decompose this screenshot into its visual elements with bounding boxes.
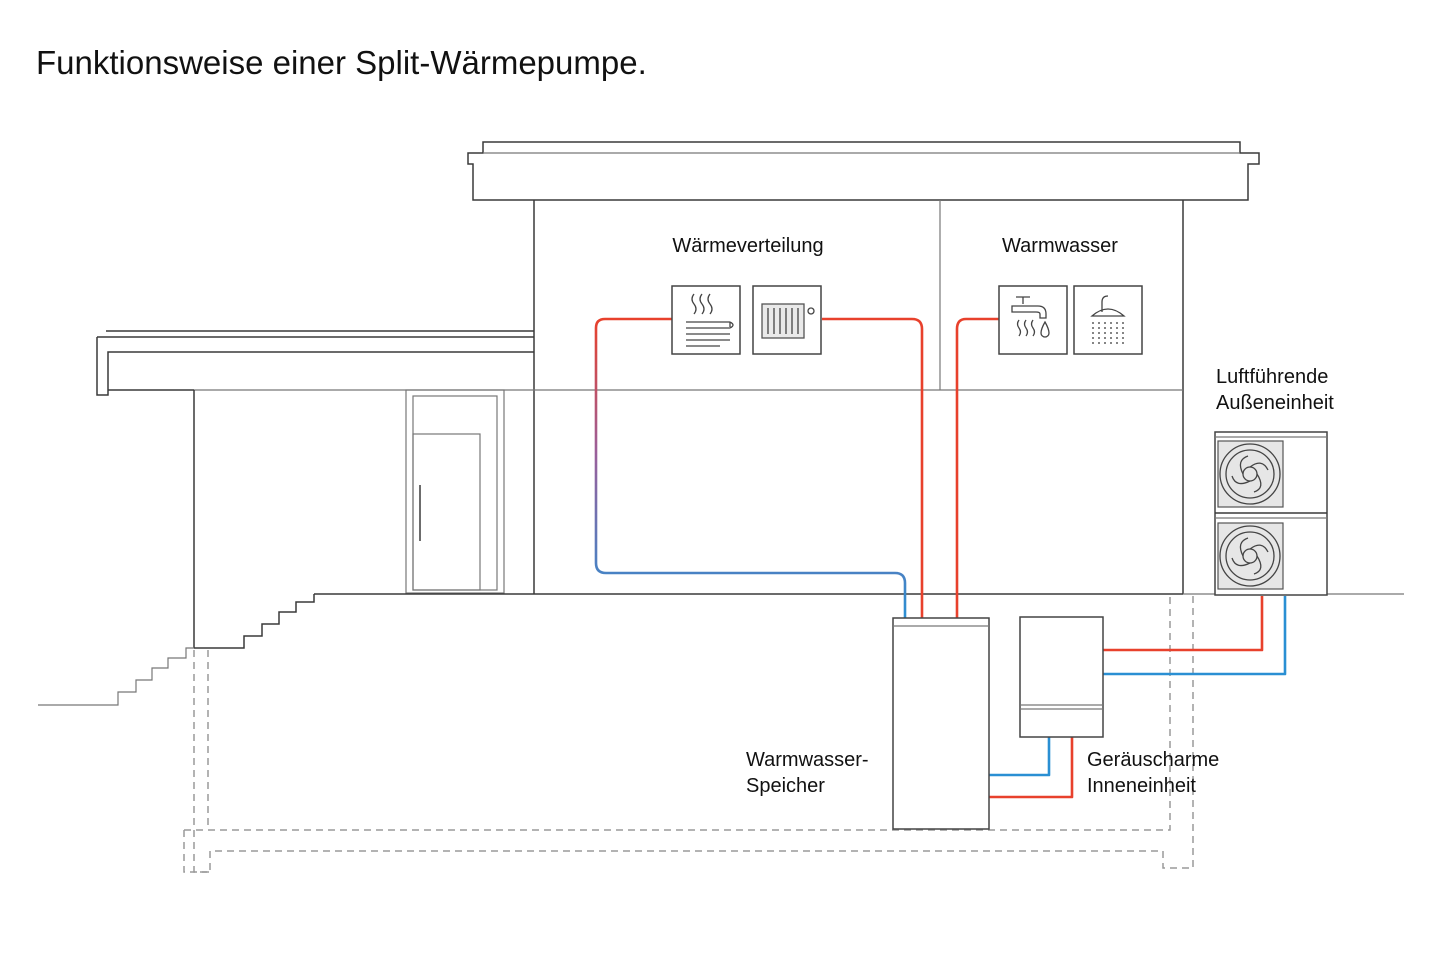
label-hot-water: Warmwasser [1002,235,1118,257]
indoor-unit [1019,616,1104,738]
label-heat-distribution: Wärmeverteilung [672,235,823,257]
label-storage-line1: Warmwasser- [746,749,869,771]
hot-water-storage-tank [892,617,990,830]
label-storage-line2: Speicher [746,775,825,797]
outdoor-unit [1214,431,1328,596]
label-outdoor-unit-line2: Außeneinheit [1216,392,1334,414]
fan-icon [1217,522,1284,590]
fan-icon [1217,440,1284,508]
faucet-icon [998,285,1068,355]
page-title: Funktionsweise einer Split-Wärmepumpe. [36,44,647,81]
shower-icon [1073,285,1143,355]
floor-heating-icon [671,285,741,355]
label-indoor-unit-line2: Inneneinheit [1087,775,1196,797]
label-indoor-unit-line1: Geräuscharme [1087,749,1219,771]
heating-circuit-pipes [594,317,1287,799]
house-structure [38,141,1404,873]
label-outdoor-unit-line1: Luftführende [1216,366,1328,388]
radiator-icon [752,285,822,355]
